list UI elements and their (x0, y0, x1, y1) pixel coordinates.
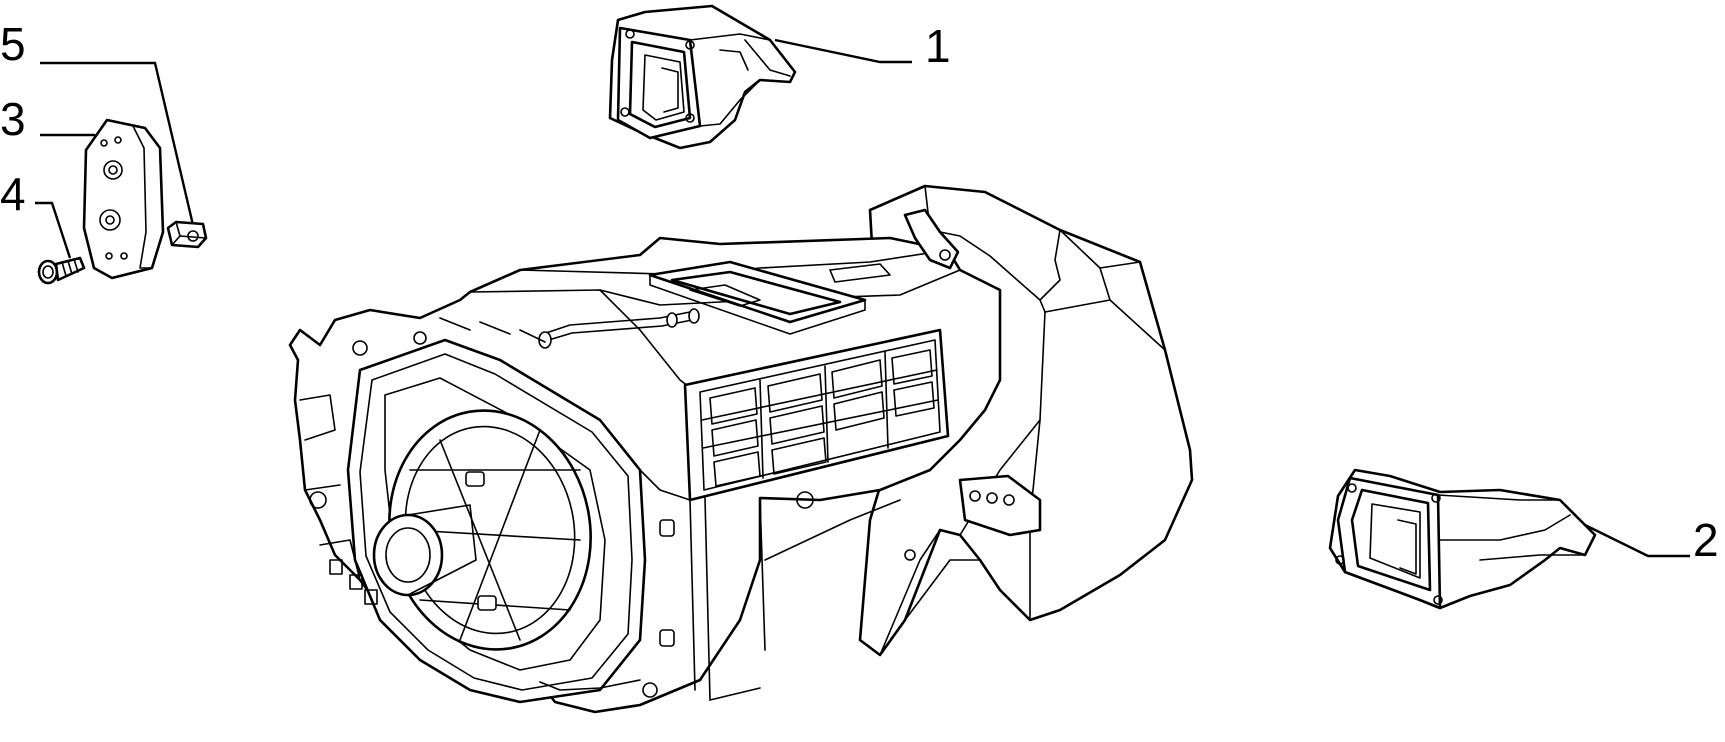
mounting-plate-part (82, 118, 165, 280)
callout-4: 4 (0, 168, 72, 259)
callout-1: 1 (774, 20, 951, 72)
callout-1-number: 1 (925, 20, 951, 72)
upper-duct-outlet-part (608, 4, 797, 150)
callout-4-number: 4 (0, 168, 26, 220)
leader-line-4 (35, 201, 72, 259)
clip-nut-part (166, 220, 208, 249)
heater-blower-housing (288, 184, 1194, 714)
side-duct-outlet-part (1328, 468, 1597, 610)
callout-5-number: 5 (0, 18, 26, 70)
leader-line-5 (40, 61, 195, 226)
leader-line-1 (774, 38, 912, 64)
leader-line-2 (1584, 523, 1690, 558)
screw-part (37, 256, 86, 285)
callout-3: 3 (0, 93, 95, 145)
callout-5: 5 (0, 18, 195, 226)
callout-2: 2 (1584, 514, 1719, 566)
callout-2-number: 2 (1693, 514, 1719, 566)
callout-3-number: 3 (0, 93, 26, 145)
